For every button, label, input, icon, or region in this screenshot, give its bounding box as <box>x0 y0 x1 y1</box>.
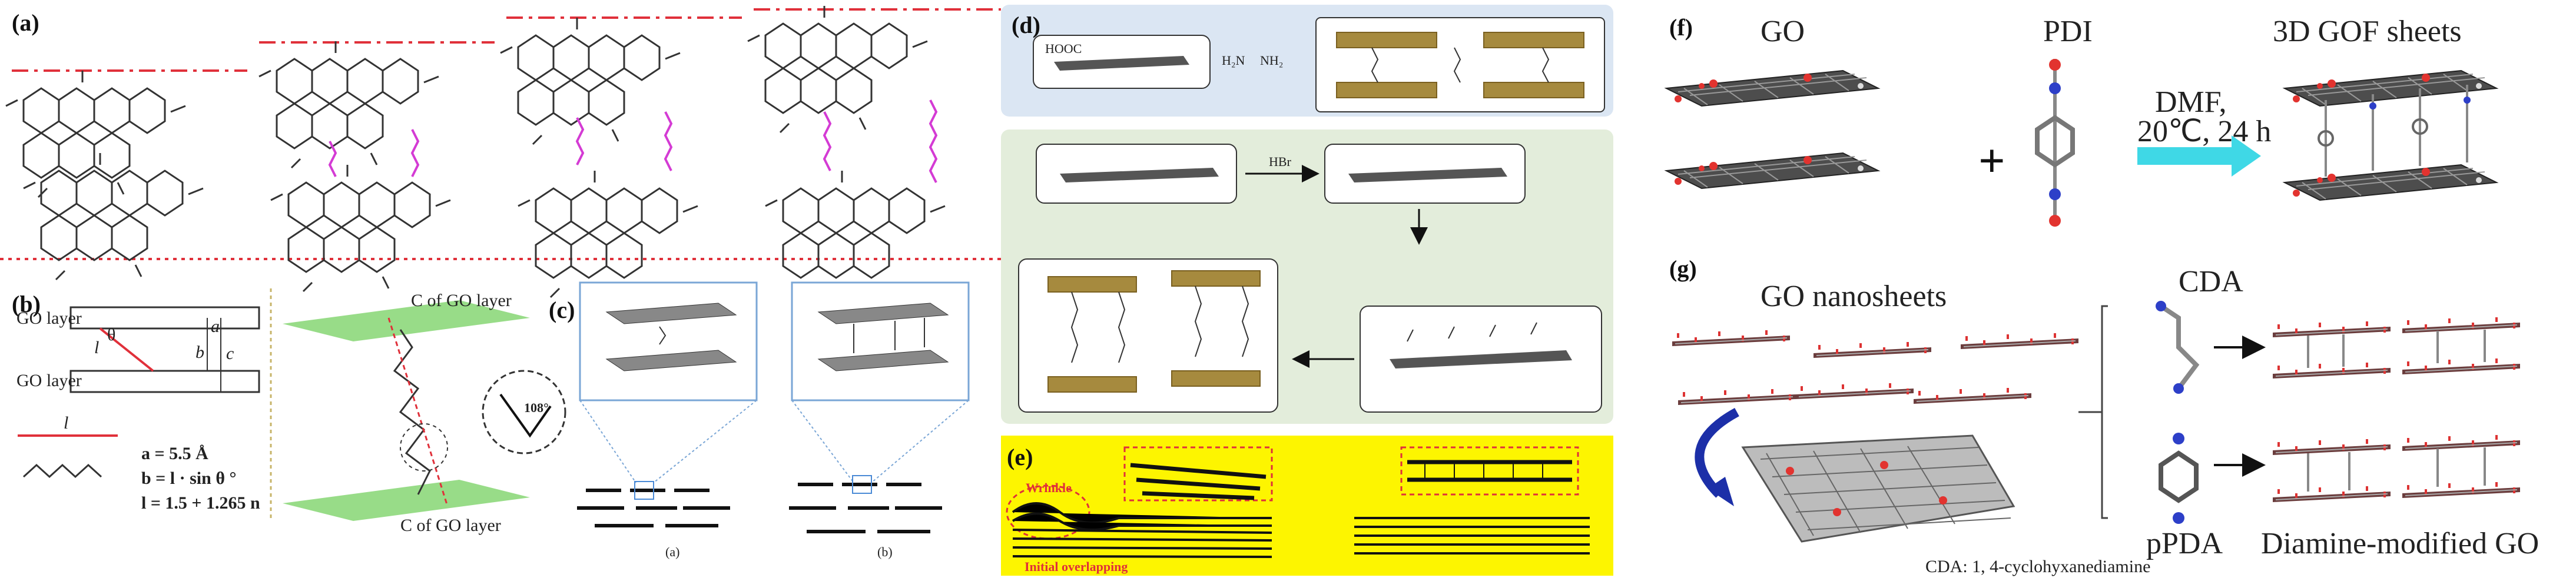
panel-c: (c) (a) (b) <box>549 281 970 559</box>
panel-a-label: (a) <box>12 9 39 36</box>
wrinkle-label: Wrinkle <box>1026 480 1072 495</box>
eq-a: a = 5.5 Å <box>141 444 208 463</box>
d-diamine-end: NH₂ <box>1260 53 1283 68</box>
layered-bars-a <box>577 481 730 527</box>
angle-zoom-circle <box>482 370 566 454</box>
layered-bars-b <box>789 475 942 533</box>
panel-g-label: (g) <box>1669 255 1697 282</box>
g-cda-full: CDA: 1, 4-cyclohyxanediamine <box>1925 557 2150 576</box>
go-layer-bottom-bar <box>69 370 260 393</box>
theta-label: θ <box>107 325 115 344</box>
chain-l-line <box>99 327 154 372</box>
f-cond-1: DMF, <box>2155 85 2227 119</box>
dim-b-label: b <box>195 343 204 362</box>
f-go-title: GO <box>1761 15 1805 48</box>
d-hbr: HBr <box>1269 154 1292 169</box>
panel-d: (d) HOOC H₂N NH₂ HBr <box>1001 5 1613 424</box>
go-hex-sheet <box>1741 434 2015 543</box>
diamine-modified-go <box>2272 316 2521 503</box>
ppda-molecule <box>2159 433 2199 524</box>
panel-f: (f) GO PDI 3D GOF sheets + DMF, 20℃, 24 … <box>1666 14 2497 227</box>
g-cda: CDA <box>2179 265 2243 298</box>
panel-d-label: (d) <box>1012 12 1040 38</box>
alkyl-chain-sketch <box>22 463 102 479</box>
f-pdi-title: PDI <box>2043 15 2093 48</box>
panel-e-label: (e) <box>1007 444 1033 470</box>
blue-curved-arrow <box>1695 407 1739 498</box>
eq-b: b = l · sin θ ° <box>141 469 236 488</box>
overlap-label: Initial overlapping <box>1025 559 1128 574</box>
panel-b-label: (b) <box>12 291 41 317</box>
go-layer-bottom-label: GO layer <box>16 371 82 390</box>
panel-e-bg <box>1001 436 1613 576</box>
chain-3d <box>393 329 431 495</box>
panel-c-inset-b <box>791 281 970 401</box>
f-product-title: 3D GOF sheets <box>2273 15 2462 48</box>
g-ppda: pPDA <box>2146 527 2223 560</box>
eq-l: l = 1.5 + 1.265 n <box>141 493 260 513</box>
go-plane-top <box>283 300 530 341</box>
go-layer-top-bar <box>69 306 260 330</box>
f-plus: + <box>1978 135 2005 187</box>
reaction-arrow <box>2137 135 2261 177</box>
c-bottom-label: C of GO layer <box>400 516 501 535</box>
dim-c-label: c <box>226 344 234 363</box>
g-go-nanosheets: GO nanosheets <box>1761 280 1947 313</box>
l-legend-label: l <box>64 413 68 433</box>
panel-g: (g) GO nanosheets CDA pPDA <box>1669 255 2539 576</box>
panel-a: (a) <box>0 5 1001 298</box>
panel-b: (b) GO layer GO layer θ l a b c l a = 5.… <box>12 288 566 535</box>
d-go-formula: HOOC <box>1045 41 1082 56</box>
panel-c-label: (c) <box>549 297 575 323</box>
panel-e: (e) Wrinkle Initial overlapping <box>1001 436 1613 576</box>
angle-label: 108° <box>524 400 549 415</box>
panel-c-sub-b: (b) <box>877 545 893 559</box>
c-top-label: C of GO layer <box>411 291 512 310</box>
d-diamine: H₂N <box>1222 53 1245 68</box>
dim-a-label: a <box>211 317 220 336</box>
branch-bracket <box>2101 305 2108 519</box>
panel-c-inset-a <box>579 281 758 401</box>
f-cond-2: 20℃, 24 h <box>2137 115 2271 148</box>
cda-molecule <box>2156 301 2200 394</box>
panel-c-sub-a: (a) <box>665 545 679 559</box>
panel-f-label: (f) <box>1669 14 1693 41</box>
go-layer-top-label: GO layer <box>16 308 82 328</box>
gof-sheets <box>2284 70 2497 201</box>
pdi-molecule <box>2035 59 2075 227</box>
g-modified: Diamine-modified GO <box>2261 527 2539 560</box>
l-label: l <box>94 338 99 357</box>
go-plane-bottom <box>283 480 530 521</box>
panel-a-molecules <box>0 5 1001 298</box>
